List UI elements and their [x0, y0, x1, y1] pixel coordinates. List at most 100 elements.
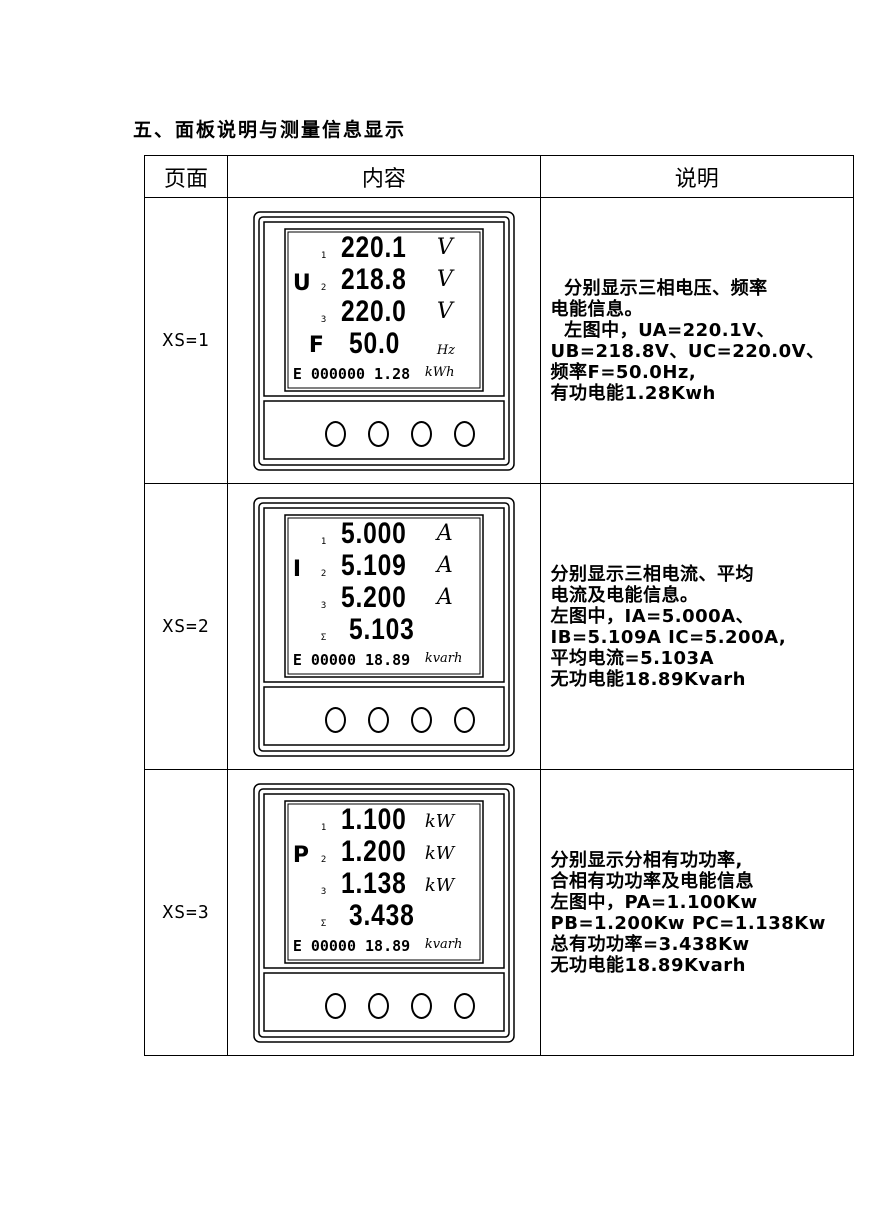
phase-label: 1 [320, 250, 327, 261]
energy-symbol: E [292, 650, 302, 669]
energy-value: 000000 1.28 [310, 364, 411, 383]
quantity-symbol: P [292, 842, 309, 868]
reading-unit: kW [424, 810, 455, 832]
meter-key-button [453, 706, 475, 733]
reading-value: 50.0 [348, 326, 400, 360]
meter-key-button [453, 992, 475, 1019]
meter-key-button [367, 420, 389, 447]
meter-frame [253, 782, 515, 1043]
reading-unit: kW [424, 874, 455, 896]
phase-label: 2 [320, 854, 327, 865]
phase-label: 2 [320, 282, 327, 293]
meter-key-button [410, 992, 432, 1019]
description-cell: 分别显示三相电压、频率电能信息。 左图中，UA=220.1V、UB=218.8V… [539, 197, 855, 484]
energy-unit: kvarh [424, 650, 463, 666]
energy-symbol: E [292, 936, 302, 955]
description-line: 总有功功率=3.438Kw [550, 933, 750, 955]
reading-unit: V [436, 298, 453, 324]
description-line: 频率F=50.0Hz, [550, 361, 697, 383]
page-id-cell: XS=2 [143, 483, 229, 770]
energy-unit: kvarh [424, 936, 463, 952]
phase-label: Σ [320, 632, 327, 643]
description-line: 无功电能18.89Kvarh [550, 954, 747, 976]
description-line: 左图中，UA=220.1V、 [550, 319, 776, 341]
quantity-symbol: I [292, 556, 302, 582]
description-line: 电能信息。 [550, 298, 644, 320]
phase-label: 3 [320, 314, 327, 325]
description-line: 左图中，IA=5.000A、 [550, 605, 755, 627]
phase-label: F [308, 332, 324, 358]
description-line: 左图中，PA=1.100Kw [550, 891, 758, 913]
reading-value: 220.1 [340, 230, 407, 264]
reading-unit: Hz [436, 342, 456, 358]
header-page: 页面 [143, 155, 229, 198]
phase-label: 1 [320, 536, 327, 547]
description-line: PB=1.200Kw PC=1.138Kw [550, 912, 826, 934]
reading-value: 1.138 [340, 866, 407, 900]
phase-label: 1 [320, 822, 327, 833]
phase-label: 3 [320, 886, 327, 897]
description-line: 电流及电能信息。 [550, 584, 699, 606]
meter-key-button [324, 420, 346, 447]
phase-label: 3 [320, 600, 327, 611]
reading-value: 5.103 [348, 612, 415, 646]
energy-unit: kWh [424, 364, 455, 380]
description-line: UB=218.8V、UC=220.0V、 [550, 340, 825, 362]
reading-unit: V [436, 234, 453, 260]
reading-value: 5.109 [340, 548, 407, 582]
meter-key-button [410, 706, 432, 733]
description-line: 分别显示分相有功功率, [550, 849, 743, 871]
meter-key-button [367, 706, 389, 733]
reading-value: 220.0 [340, 294, 407, 328]
energy-value: 00000 18.89 [310, 936, 411, 955]
energy-value: 00000 18.89 [310, 650, 411, 669]
description-line: 合相有功功率及电能信息 [550, 870, 755, 892]
table-header-row: 页面 内容 说明 [143, 155, 855, 198]
meter-key-button [453, 420, 475, 447]
page-id-cell: XS=3 [143, 769, 229, 1056]
energy-symbol: E [292, 364, 302, 383]
meter-frame [253, 210, 515, 471]
description-line: 有功电能1.28Kwh [550, 382, 716, 404]
meter-key-button [367, 992, 389, 1019]
section-heading: 五、面板说明与测量信息显示 [133, 119, 407, 141]
reading-value: 3.438 [348, 898, 415, 932]
phase-label: 2 [320, 568, 327, 579]
reading-value: 1.200 [340, 834, 407, 868]
meter-key-button [324, 992, 346, 1019]
quantity-symbol: U [292, 270, 311, 296]
description-cell: 分别显示三相电流、平均电流及电能信息。左图中，IA=5.000A、IB=5.10… [539, 483, 855, 770]
reading-value: 5.200 [340, 580, 407, 614]
meter-key-button [410, 420, 432, 447]
reading-value: 5.000 [340, 516, 407, 550]
meter-key-button [324, 706, 346, 733]
reading-unit: A [436, 552, 453, 578]
reading-unit: V [436, 266, 453, 292]
reading-unit: A [436, 520, 453, 546]
reading-unit: kW [424, 842, 455, 864]
meter-frame [253, 496, 515, 757]
reading-value: 1.100 [340, 802, 407, 836]
description-line: 平均电流=5.103A [550, 647, 714, 669]
reading-value: 218.8 [340, 262, 407, 296]
description-line: 无功电能18.89Kvarh [550, 668, 747, 690]
header-content: 内容 [227, 155, 541, 198]
description-line: 分别显示三相电流、平均 [550, 563, 755, 585]
phase-label: Σ [320, 918, 327, 929]
header-description: 说明 [539, 155, 855, 198]
description-line: IB=5.109A IC=5.200A, [550, 626, 787, 648]
